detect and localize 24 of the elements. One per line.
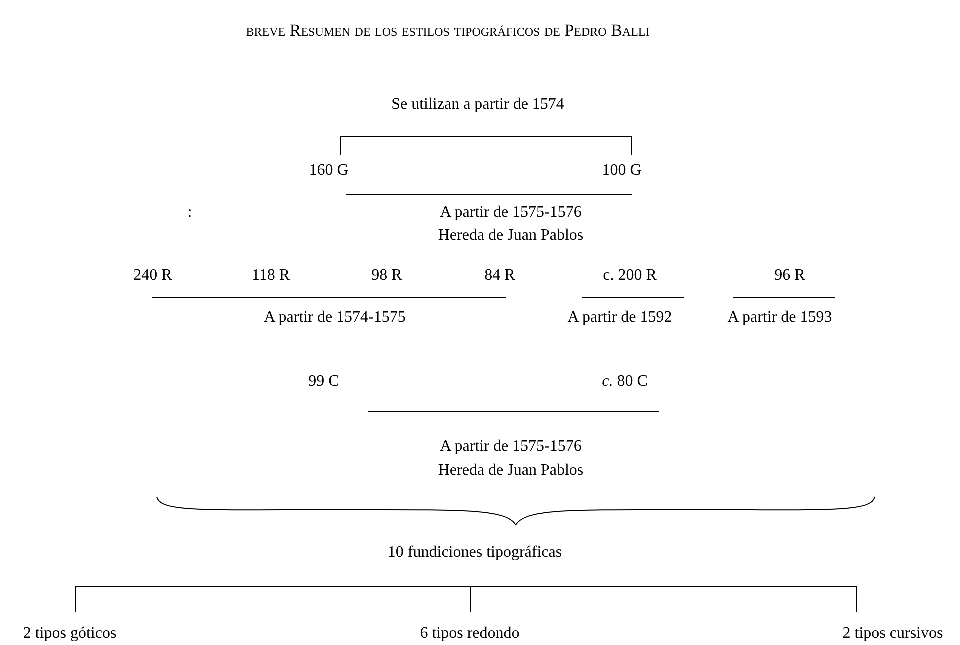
label-text: A partir de 1593 (728, 308, 832, 328)
title: breve Resumen de los estilos tipográficos de Pedro Balli (245, 20, 651, 42)
label-text: : (188, 203, 192, 223)
label-text: 100 G (602, 161, 642, 181)
label-text: 240 R (134, 266, 172, 286)
label-text: 96 R (774, 266, 806, 286)
label-text: 99 C (308, 372, 340, 392)
label-text: 98 R (372, 266, 402, 286)
label-text: A partir de 1575-1576 (440, 437, 582, 457)
label-text: A partir de 1592 (568, 308, 672, 328)
label-text: c. 200 R (603, 266, 657, 286)
label-text: 84 R (484, 266, 516, 286)
label-text: Hereda de Juan Pablos (438, 461, 584, 481)
label-text: A partir de 1574-1575 (264, 308, 406, 328)
label-text: 2 tipos cursivos (842, 624, 944, 644)
label-text: 10 fundiciones tipográficas (388, 543, 562, 563)
label-text: c. 80 C (602, 372, 648, 392)
label-text: Se utilizan a partir de 1574 (392, 95, 564, 115)
label-text: 2 tipos góticos (23, 624, 117, 644)
label-text: A partir de 1575-1576 (440, 203, 582, 223)
label-text: 6 tipos redondo (420, 624, 520, 644)
label-text: Hereda de Juan Pablos (438, 226, 584, 246)
label-text: 160 G (309, 161, 349, 181)
label-text: 118 R (252, 266, 290, 286)
